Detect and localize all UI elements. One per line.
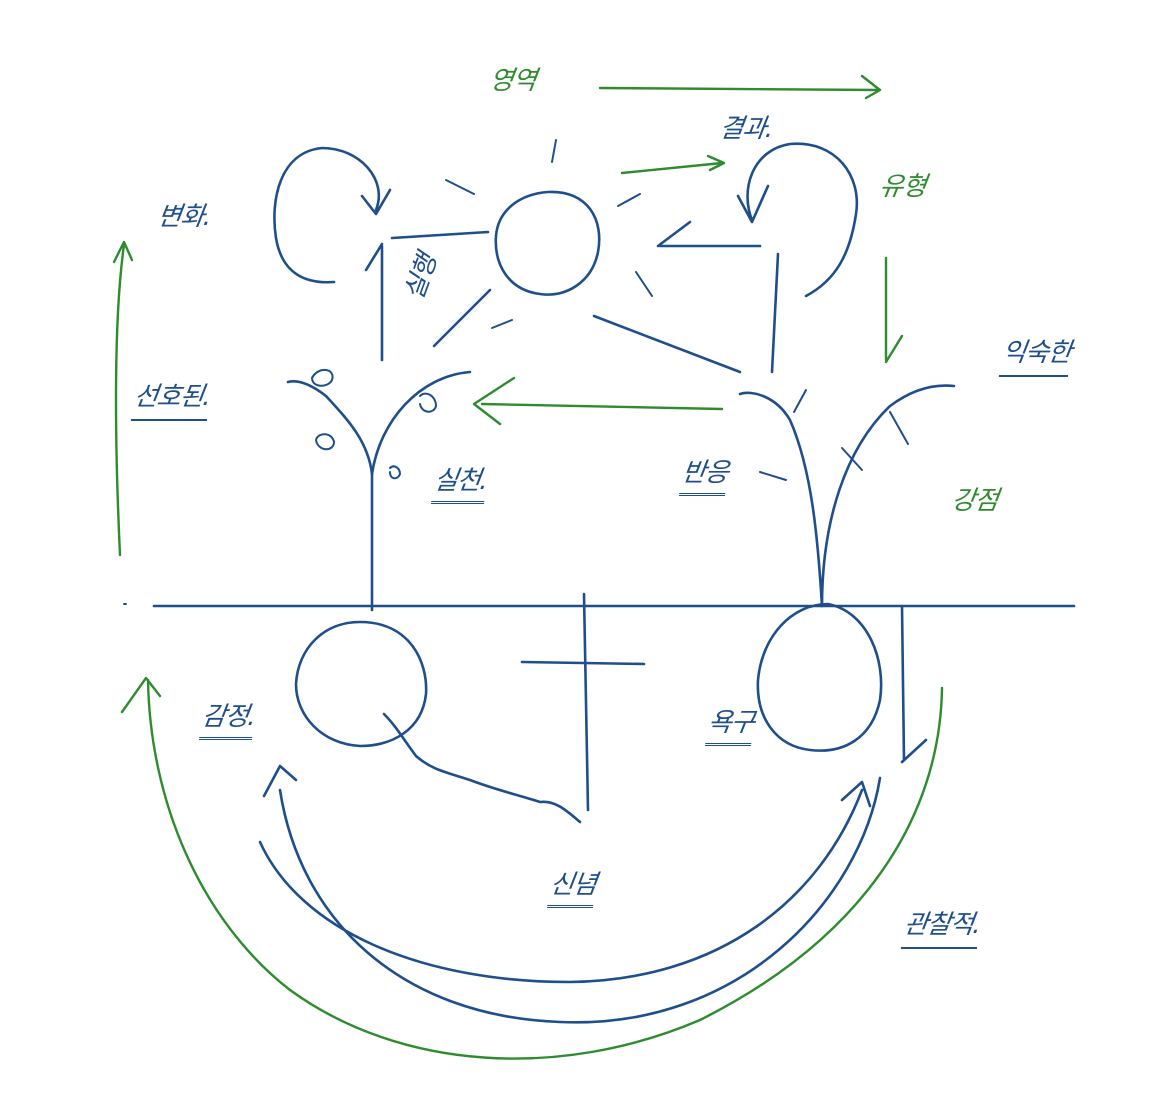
label-center-left-plant: 실천. [430,460,491,504]
circle-diag-right [592,314,742,374]
label-right-green-lower: 강점 [949,486,1000,516]
inner-arc-1 [258,780,872,984]
label-bottom-right-root: 욕구 [704,702,757,746]
left-loop [273,146,392,284]
outer-bottom-arc [120,676,944,1060]
label-left-blue-upper: 변화. [155,202,213,232]
circle-tick-topright [617,193,641,207]
inner-arc-2 [262,764,882,1024]
label-bottom-center: 신념 [546,864,599,908]
right-plant-twig-2 [759,471,787,481]
label-top-green-left: 영역 [487,66,538,96]
left-loop-to-circle [390,230,490,240]
left-vertical-up [364,242,384,362]
left-plant-leaf-1 [311,369,334,387]
circle-tick-right [635,271,653,297]
label-right-blue-mid: 익숙한 [998,332,1074,377]
label-top-blue-mid: 결과. [717,114,775,144]
circle-tick-topleft [445,179,475,195]
right-root-down-arrow [900,604,928,764]
right-down-arrow [884,256,904,364]
top-circle [494,190,601,296]
label-left-blue-mid: 선호된. [130,376,214,421]
circle-diag-left [432,288,492,348]
right-plant-twig-1 [793,389,807,413]
left-plant-leaf-4 [389,465,401,480]
circle-tick-top [551,139,557,163]
right-plant-stem [738,391,824,608]
label-bottom-right-green: 관찰적. [900,904,984,949]
right-plant-twig-3 [841,447,863,471]
circle-tick-bottomleft [491,319,513,329]
right-root-circle [756,602,883,752]
right-plant-twig-4 [889,411,909,445]
left-plant-branch [370,370,472,476]
top-right-arrow [598,74,882,100]
left-root-circle [294,620,428,748]
label-center-right-plant: 반응 [678,452,731,496]
center-to-loop-arrow [620,154,726,175]
right-vertical [770,252,780,374]
left-up-arrow [112,240,134,557]
leftward-arrow [472,376,724,426]
label-right-green-upper: 유형 [877,172,928,202]
right-plant-branch [820,384,956,608]
center-vertical [582,592,590,812]
right-loop-to-circle [656,220,762,248]
right-loop [736,142,859,298]
left-plant-leaf-3 [419,392,437,413]
left-plant-stem [286,380,374,612]
label-bottom-left-root: 감정. [198,696,259,740]
root-jagged-line [382,712,582,824]
center-crossbar [520,660,646,666]
left-plant-leaf-2 [315,433,335,451]
